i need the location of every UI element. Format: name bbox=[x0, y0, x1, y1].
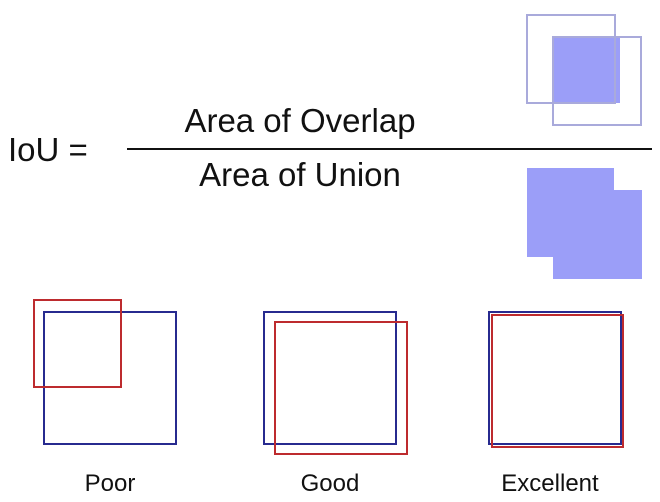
denominator-text: Area of Union bbox=[199, 156, 401, 193]
ground-truth-box bbox=[488, 311, 622, 445]
example-excellent bbox=[488, 311, 624, 448]
label-excellent: Excellent bbox=[501, 470, 599, 497]
overlap-region bbox=[553, 36, 620, 103]
union-illustration bbox=[527, 168, 642, 279]
ground-truth-box bbox=[263, 311, 397, 445]
example-poor bbox=[33, 299, 177, 445]
example-good bbox=[263, 311, 408, 455]
fraction-bar bbox=[127, 148, 652, 150]
predicted-box bbox=[274, 321, 408, 455]
overlap-box-a bbox=[526, 14, 616, 104]
numerator-text: Area of Overlap bbox=[184, 102, 416, 139]
predicted-box bbox=[33, 299, 122, 388]
iou-label: IoU = bbox=[8, 131, 88, 168]
ground-truth-box bbox=[43, 311, 177, 445]
overlap-box-b bbox=[552, 36, 642, 126]
union-region bbox=[527, 168, 642, 279]
overlap-illustration bbox=[526, 14, 642, 126]
predicted-box bbox=[491, 314, 624, 448]
label-poor: Poor bbox=[84, 470, 136, 497]
label-good: Good bbox=[300, 470, 360, 497]
